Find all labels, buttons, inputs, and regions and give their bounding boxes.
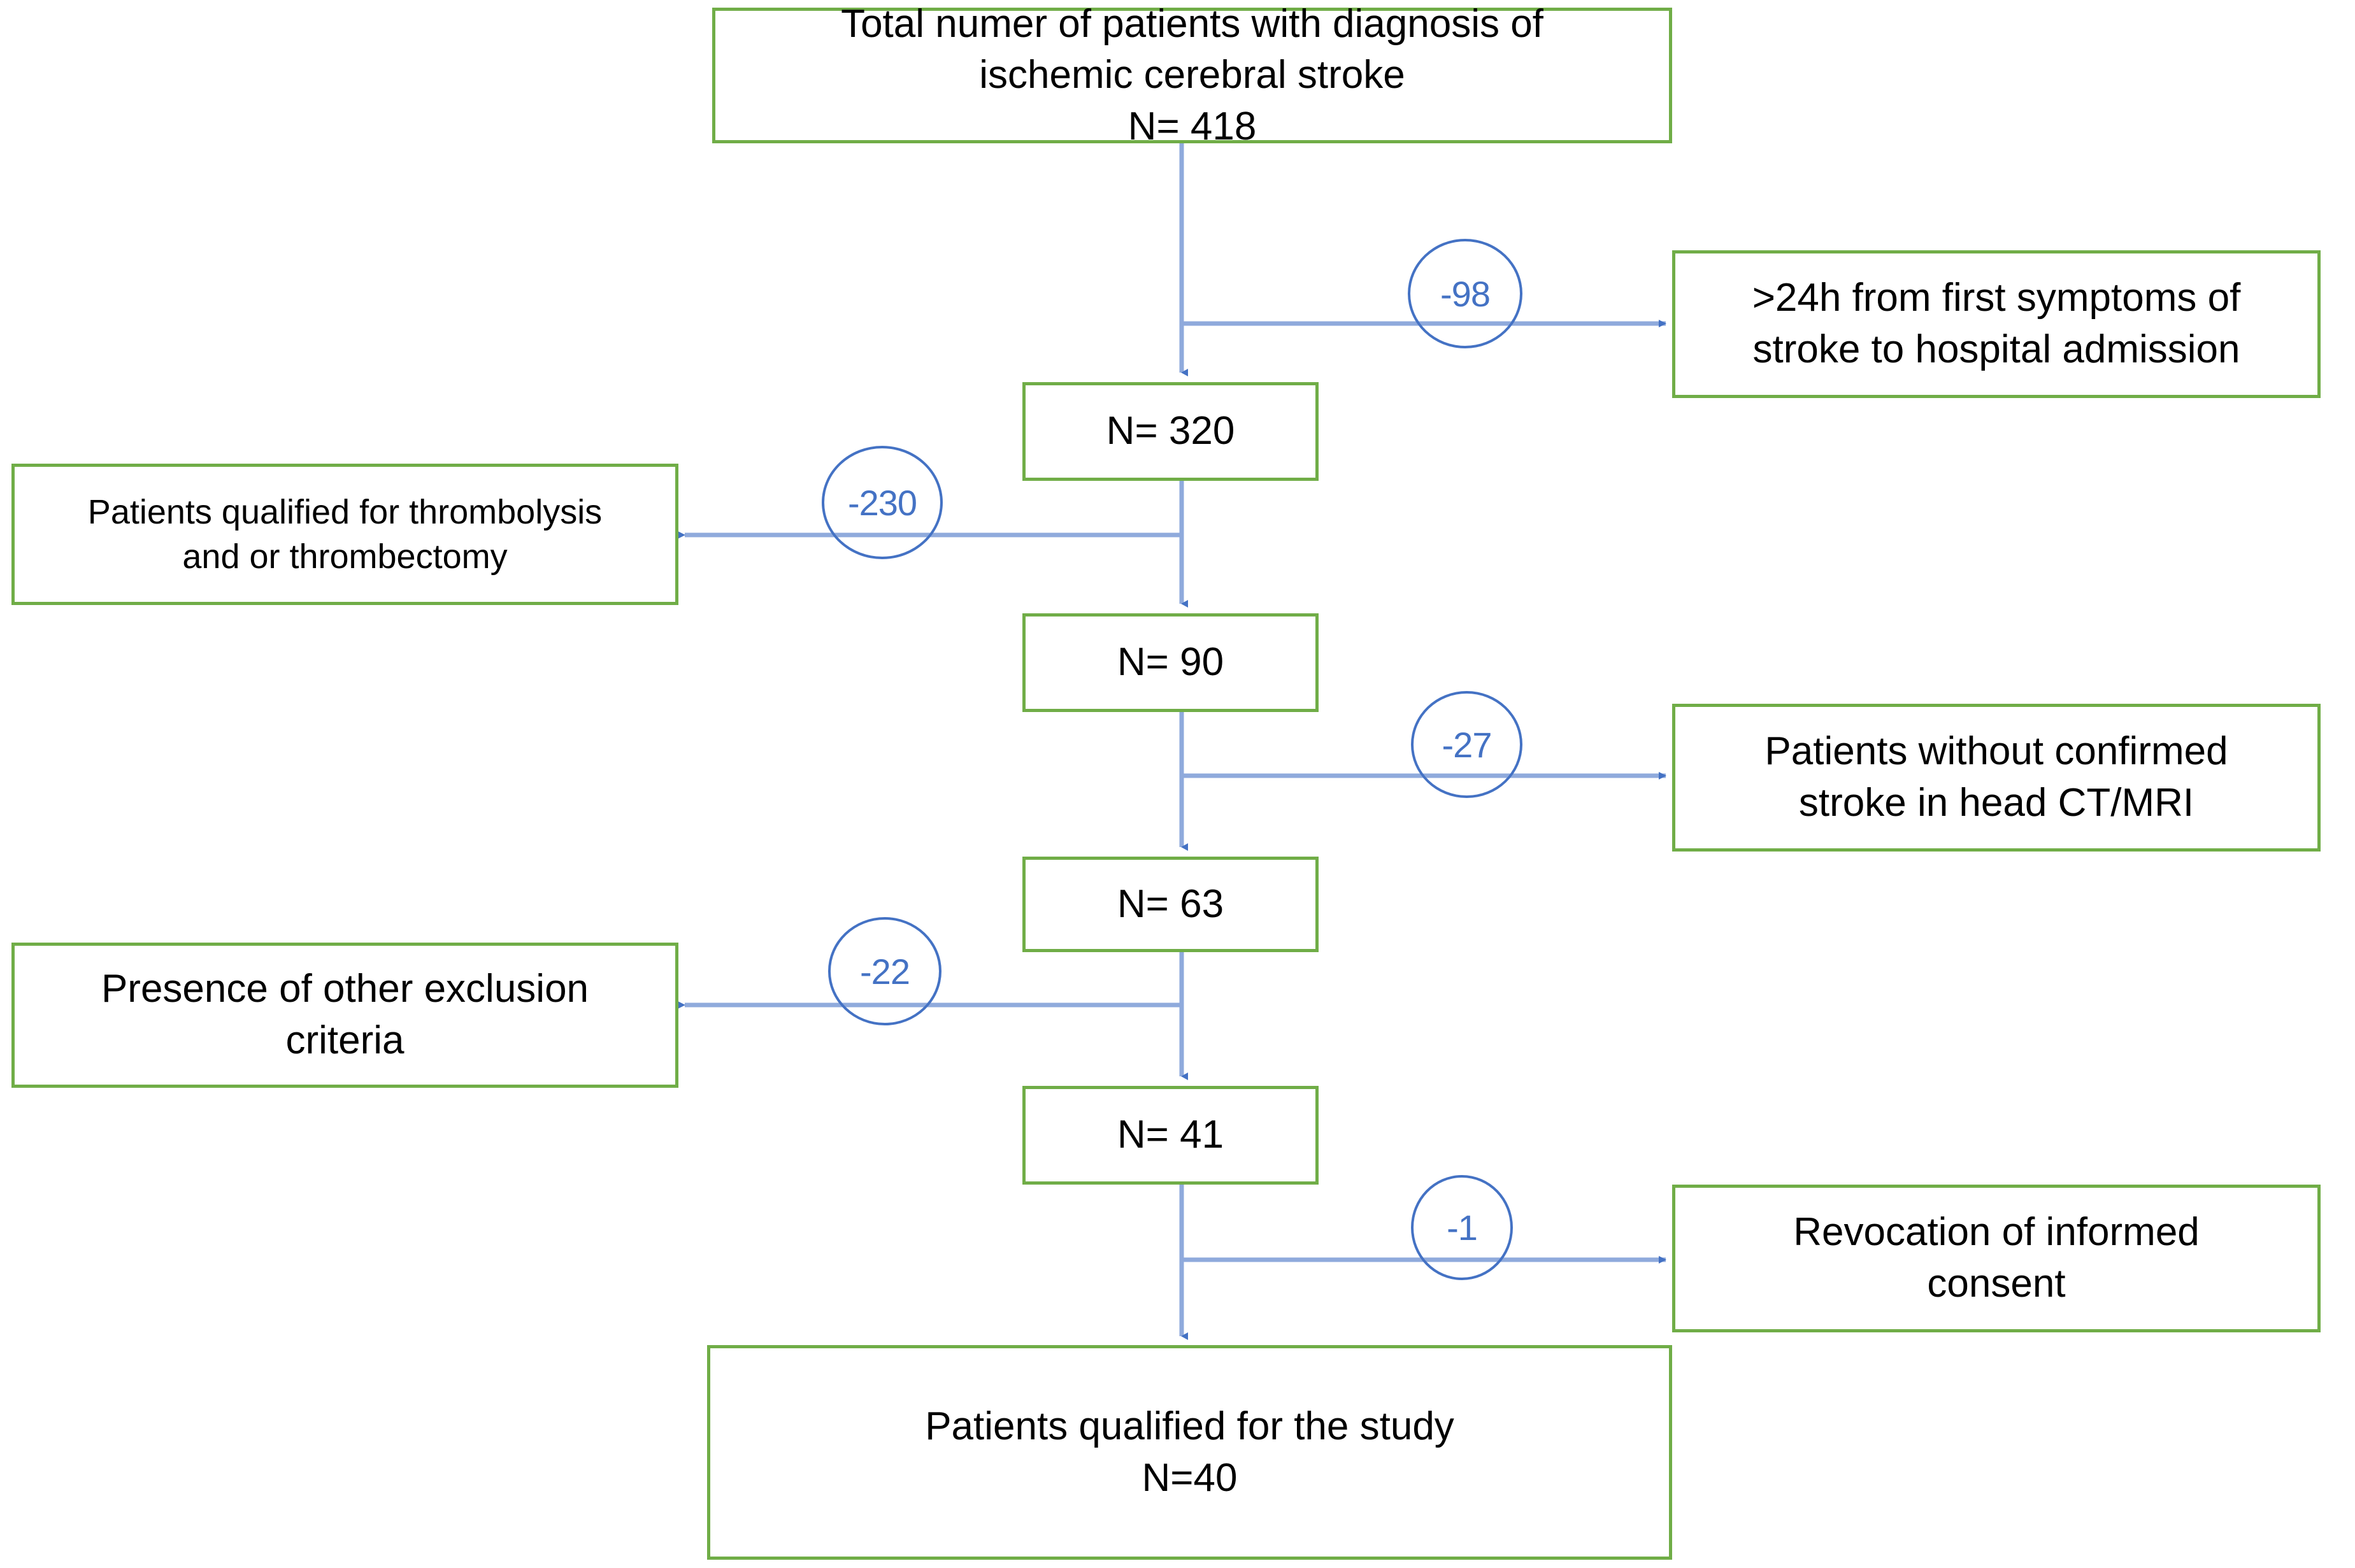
node-final-line1: Patients qualified for the study xyxy=(925,1404,1454,1448)
node-n63: N= 63 xyxy=(1022,857,1319,952)
badge-minus-98-label: -98 xyxy=(1440,273,1491,314)
node-n320-label: N= 320 xyxy=(1106,409,1235,453)
badge-minus-230-label: -230 xyxy=(847,482,917,523)
exclusion-24h-line1: >24h from first symptoms of xyxy=(1752,276,2241,320)
exclusion-box-24h: >24h from first symptoms of stroke to ho… xyxy=(1672,250,2321,398)
exclusion-consent-line1: Revocation of informed xyxy=(1793,1210,2200,1255)
exclusion-thrombolysis-line1: Patients qualified for thrombolysis xyxy=(87,492,603,531)
exclusion-criteria-line2: criteria xyxy=(285,1018,404,1062)
badge-minus-27-label: -27 xyxy=(1442,724,1492,765)
node-total-line1: Total numer of patients with diagnosis o… xyxy=(841,1,1543,46)
node-total-line2: ischemic cerebral stroke xyxy=(979,53,1405,97)
exclusion-box-thrombolysis: Patients qualified for thrombolysis and … xyxy=(11,464,678,605)
badge-minus-1-label: -1 xyxy=(1447,1208,1478,1248)
node-final-qualified: Patients qualified for the study N=40 xyxy=(707,1345,1672,1560)
badge-minus-22-label: -22 xyxy=(860,951,910,992)
exclusion-24h-line2: stroke to hospital admission xyxy=(1752,327,2240,371)
node-n90: N= 90 xyxy=(1022,613,1319,712)
node-n41-label: N= 41 xyxy=(1117,1113,1224,1157)
exclusion-thrombolysis-line2: and or thrombectomy xyxy=(182,538,508,576)
badge-minus-27: -27 xyxy=(1411,691,1522,798)
exclusion-imaging-line2: stroke in head CT/MRI xyxy=(1798,781,2194,825)
exclusion-imaging-line1: Patients without confirmed xyxy=(1764,729,2228,774)
badge-minus-98: -98 xyxy=(1408,239,1522,348)
node-n320: N= 320 xyxy=(1022,382,1319,481)
node-total-count: N= 418 xyxy=(1127,104,1257,148)
node-n90-label: N= 90 xyxy=(1117,640,1224,685)
badge-minus-1: -1 xyxy=(1411,1175,1513,1280)
badge-minus-230: -230 xyxy=(822,446,943,559)
node-n41: N= 41 xyxy=(1022,1086,1319,1185)
exclusion-consent-line2: consent xyxy=(1927,1262,2066,1306)
node-n63-label: N= 63 xyxy=(1117,881,1224,926)
node-final-count: N=40 xyxy=(1142,1455,1238,1500)
exclusion-box-other-criteria: Presence of other exclusion criteria xyxy=(11,943,678,1088)
badge-minus-22: -22 xyxy=(828,917,941,1025)
node-total-patients: Total numer of patients with diagnosis o… xyxy=(712,2,1672,148)
exclusion-box-no-stroke-imaging: Patients without confirmed stroke in hea… xyxy=(1672,704,2321,852)
exclusion-criteria-line1: Presence of other exclusion xyxy=(101,967,589,1011)
exclusion-box-consent-revoked: Revocation of informed consent xyxy=(1672,1185,2321,1332)
